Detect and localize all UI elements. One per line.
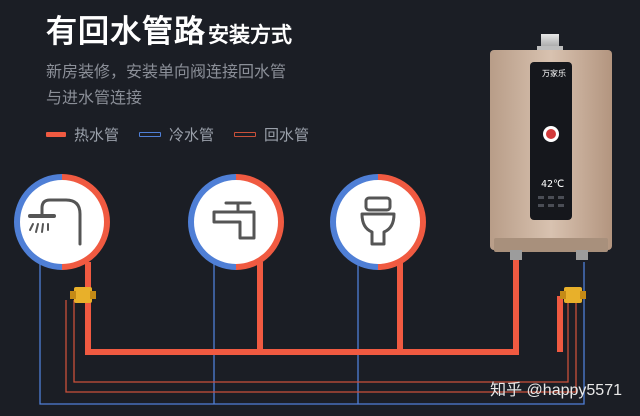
title-suffix: 安装方式 <box>208 23 292 47</box>
cold-pipe-main <box>39 262 585 405</box>
legend: 热水管 冷水管 回水管 <box>46 124 309 145</box>
fixture-faucet <box>188 174 284 270</box>
legend-swatch-cold <box>139 132 162 137</box>
title-main: 有回水管路 <box>46 14 206 50</box>
fixture-shower <box>14 174 110 270</box>
cold-water-pipes <box>39 262 585 405</box>
return-pipe-outer <box>65 300 577 393</box>
legend-item-hot: 热水管 <box>46 124 119 145</box>
legend-label-hot: 热水管 <box>74 126 120 144</box>
check-valve-left <box>70 287 96 303</box>
water-heater: 万家乐 42℃ <box>490 34 612 260</box>
subtitle-line-1: 新房装修，安装单向阀连接回水管 <box>46 62 287 81</box>
fixture-toilet <box>330 174 426 270</box>
legend-swatch-return <box>234 132 257 137</box>
return-pipe-inner <box>73 300 569 383</box>
legend-label-return: 回水管 <box>264 126 310 144</box>
legend-swatch-hot <box>46 132 66 137</box>
subtitle-line-2: 与进水管连接 <box>46 88 143 107</box>
legend-item-return: 回水管 <box>234 124 309 145</box>
heater-temperature: 42℃ <box>541 179 564 190</box>
check-valve-right <box>560 287 586 303</box>
legend-label-cold: 冷水管 <box>169 126 215 144</box>
watermark: 知乎 @happy5571 <box>490 382 622 399</box>
shower-icon <box>28 198 82 246</box>
page-title: 有回水管路安装方式 <box>46 6 292 51</box>
heater-brand: 万家乐 <box>542 68 566 78</box>
toilet-icon <box>360 196 396 246</box>
subtitle: 新房装修，安装单向阀连接回水管 与进水管连接 <box>46 59 376 111</box>
hot-water-pipes <box>85 252 563 355</box>
faucet-icon <box>212 201 256 240</box>
return-water-pipes <box>65 300 577 393</box>
hot-pipe-main <box>85 252 519 355</box>
legend-item-cold: 冷水管 <box>139 124 214 145</box>
